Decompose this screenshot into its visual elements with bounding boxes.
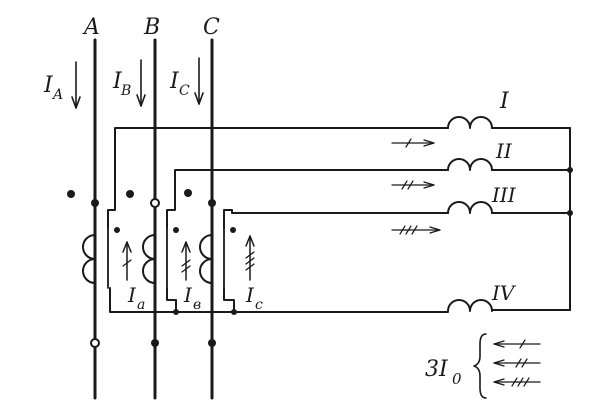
wire-arrow-2-head	[423, 181, 435, 189]
phase-label-a: A	[82, 15, 100, 40]
ct-a-coil	[82, 234, 96, 284]
wire-arrow-1-tick	[405, 138, 412, 148]
coil-2	[447, 158, 493, 171]
terminal-a-bottom	[90, 338, 100, 348]
secondary-arrows	[122, 235, 255, 281]
ct-c-coil	[199, 234, 213, 284]
coil-3	[447, 201, 493, 214]
coil-label-2: II	[495, 139, 513, 163]
line-current-c: I C	[169, 57, 204, 105]
terminal-b-bottom	[151, 339, 159, 347]
wire-arrow-2-tick1	[401, 180, 408, 190]
junction-neutral-c	[231, 309, 237, 315]
conductors	[107, 127, 571, 313]
ct-b-bottom-lead	[166, 287, 177, 313]
polarity-dot-b-outer	[126, 190, 134, 198]
residual-arrow-1-tick	[519, 339, 526, 349]
wire-arrow-2-tick2	[407, 180, 414, 190]
terminal-b-top	[150, 198, 160, 208]
residual-arrow-3-head	[493, 378, 505, 386]
residual-arrow-2-tick2	[521, 358, 528, 368]
residual-current-main: 3I	[425, 357, 449, 382]
line-current-b-arrowhead	[136, 94, 146, 107]
coil-label-3: III	[491, 183, 517, 207]
residual-brace	[473, 333, 487, 399]
relay-coils	[447, 116, 493, 312]
secondary-arrow-b-tick1	[181, 259, 191, 267]
line-current-b-main: I	[112, 69, 123, 94]
wire-arrow-3-tick1	[399, 225, 406, 235]
coil-label-1: I	[499, 89, 510, 114]
wire-arrows	[391, 138, 441, 235]
secondary-current-b: I в	[183, 283, 201, 313]
junction-return-2	[567, 167, 573, 173]
residual-arrow-3-tick2	[517, 377, 524, 387]
ct-c-bottom-lead	[223, 287, 235, 313]
line-current-a-main: I	[43, 73, 54, 98]
coil-1	[447, 116, 493, 129]
residual-arrow-3-tick1	[511, 377, 518, 387]
wire-coil-2	[166, 169, 449, 229]
secondary-current-a-sub: a	[137, 297, 145, 313]
current-transformers	[82, 227, 225, 289]
wire-coil-3	[223, 209, 449, 229]
secondary-current-b-sub: в	[193, 297, 201, 313]
secondary-arrow-b-head	[181, 241, 191, 253]
line-current-c-sub: C	[179, 83, 190, 99]
wire-neutral	[109, 287, 449, 313]
coil-label-4: IV	[491, 281, 517, 305]
terminal-c-bottom	[208, 339, 216, 347]
secondary-current-c-sub: c	[255, 297, 263, 313]
secondary-arrow-c-tick1	[245, 251, 255, 259]
secondary-arrow-c-tick2	[245, 257, 255, 265]
phase-label-c: C	[203, 15, 220, 40]
line-current-a-arrowhead	[71, 96, 81, 109]
secondary-current-b-main: I	[183, 283, 193, 307]
wire-arrow-3-tick3	[411, 225, 418, 235]
junctions	[90, 167, 573, 348]
wire-arrow-1-head	[423, 139, 435, 147]
wire-coil-1	[107, 127, 449, 229]
wire-arrow-3-head	[429, 226, 441, 234]
secondary-current-a-main: I	[127, 283, 137, 307]
secondary-arrow-b-tick2	[181, 265, 191, 273]
residual-arrow-3-tick3	[523, 377, 530, 387]
polarity-dot-b-inner	[173, 227, 179, 233]
residual-arrow-1-head	[493, 340, 505, 348]
coil-4	[447, 299, 493, 312]
residual-arrow-2-head	[493, 359, 505, 367]
residual-current: 3I 0	[425, 333, 541, 399]
polarity-dot-a-inner	[114, 227, 120, 233]
line-current-c-main: I	[169, 69, 180, 94]
polarity-dot-a-outer	[67, 190, 75, 198]
terminal-c-top	[208, 199, 216, 207]
secondary-current-a: I a	[127, 283, 145, 313]
polarity-dot-c-inner	[230, 227, 236, 233]
residual-current-sub: 0	[452, 370, 462, 388]
secondary-current-c: I c	[245, 283, 263, 313]
polarity-marks	[67, 189, 236, 233]
line-current-b-sub: B	[120, 83, 131, 99]
ct-b-coil	[142, 234, 156, 284]
line-current-a: I A	[43, 61, 81, 109]
wire-arrow-3-tick2	[405, 225, 412, 235]
secondary-current-c-main: I	[245, 283, 255, 307]
secondary-arrow-c-tick3	[245, 263, 255, 271]
line-current-b: I B	[112, 59, 146, 107]
line-current-c-arrowhead	[194, 92, 204, 105]
phase-label-b: B	[143, 15, 160, 40]
secondary-arrow-a-tick	[122, 259, 132, 267]
polarity-dot-c-outer	[184, 189, 192, 197]
line-current-a-sub: A	[51, 87, 63, 103]
terminal-a-top	[91, 199, 99, 207]
secondary-arrow-c-head	[245, 235, 255, 247]
junction-return-3	[567, 210, 573, 216]
junction-neutral-b	[173, 309, 179, 315]
residual-arrow-2-tick1	[515, 358, 522, 368]
secondary-arrow-a-head	[122, 241, 132, 253]
